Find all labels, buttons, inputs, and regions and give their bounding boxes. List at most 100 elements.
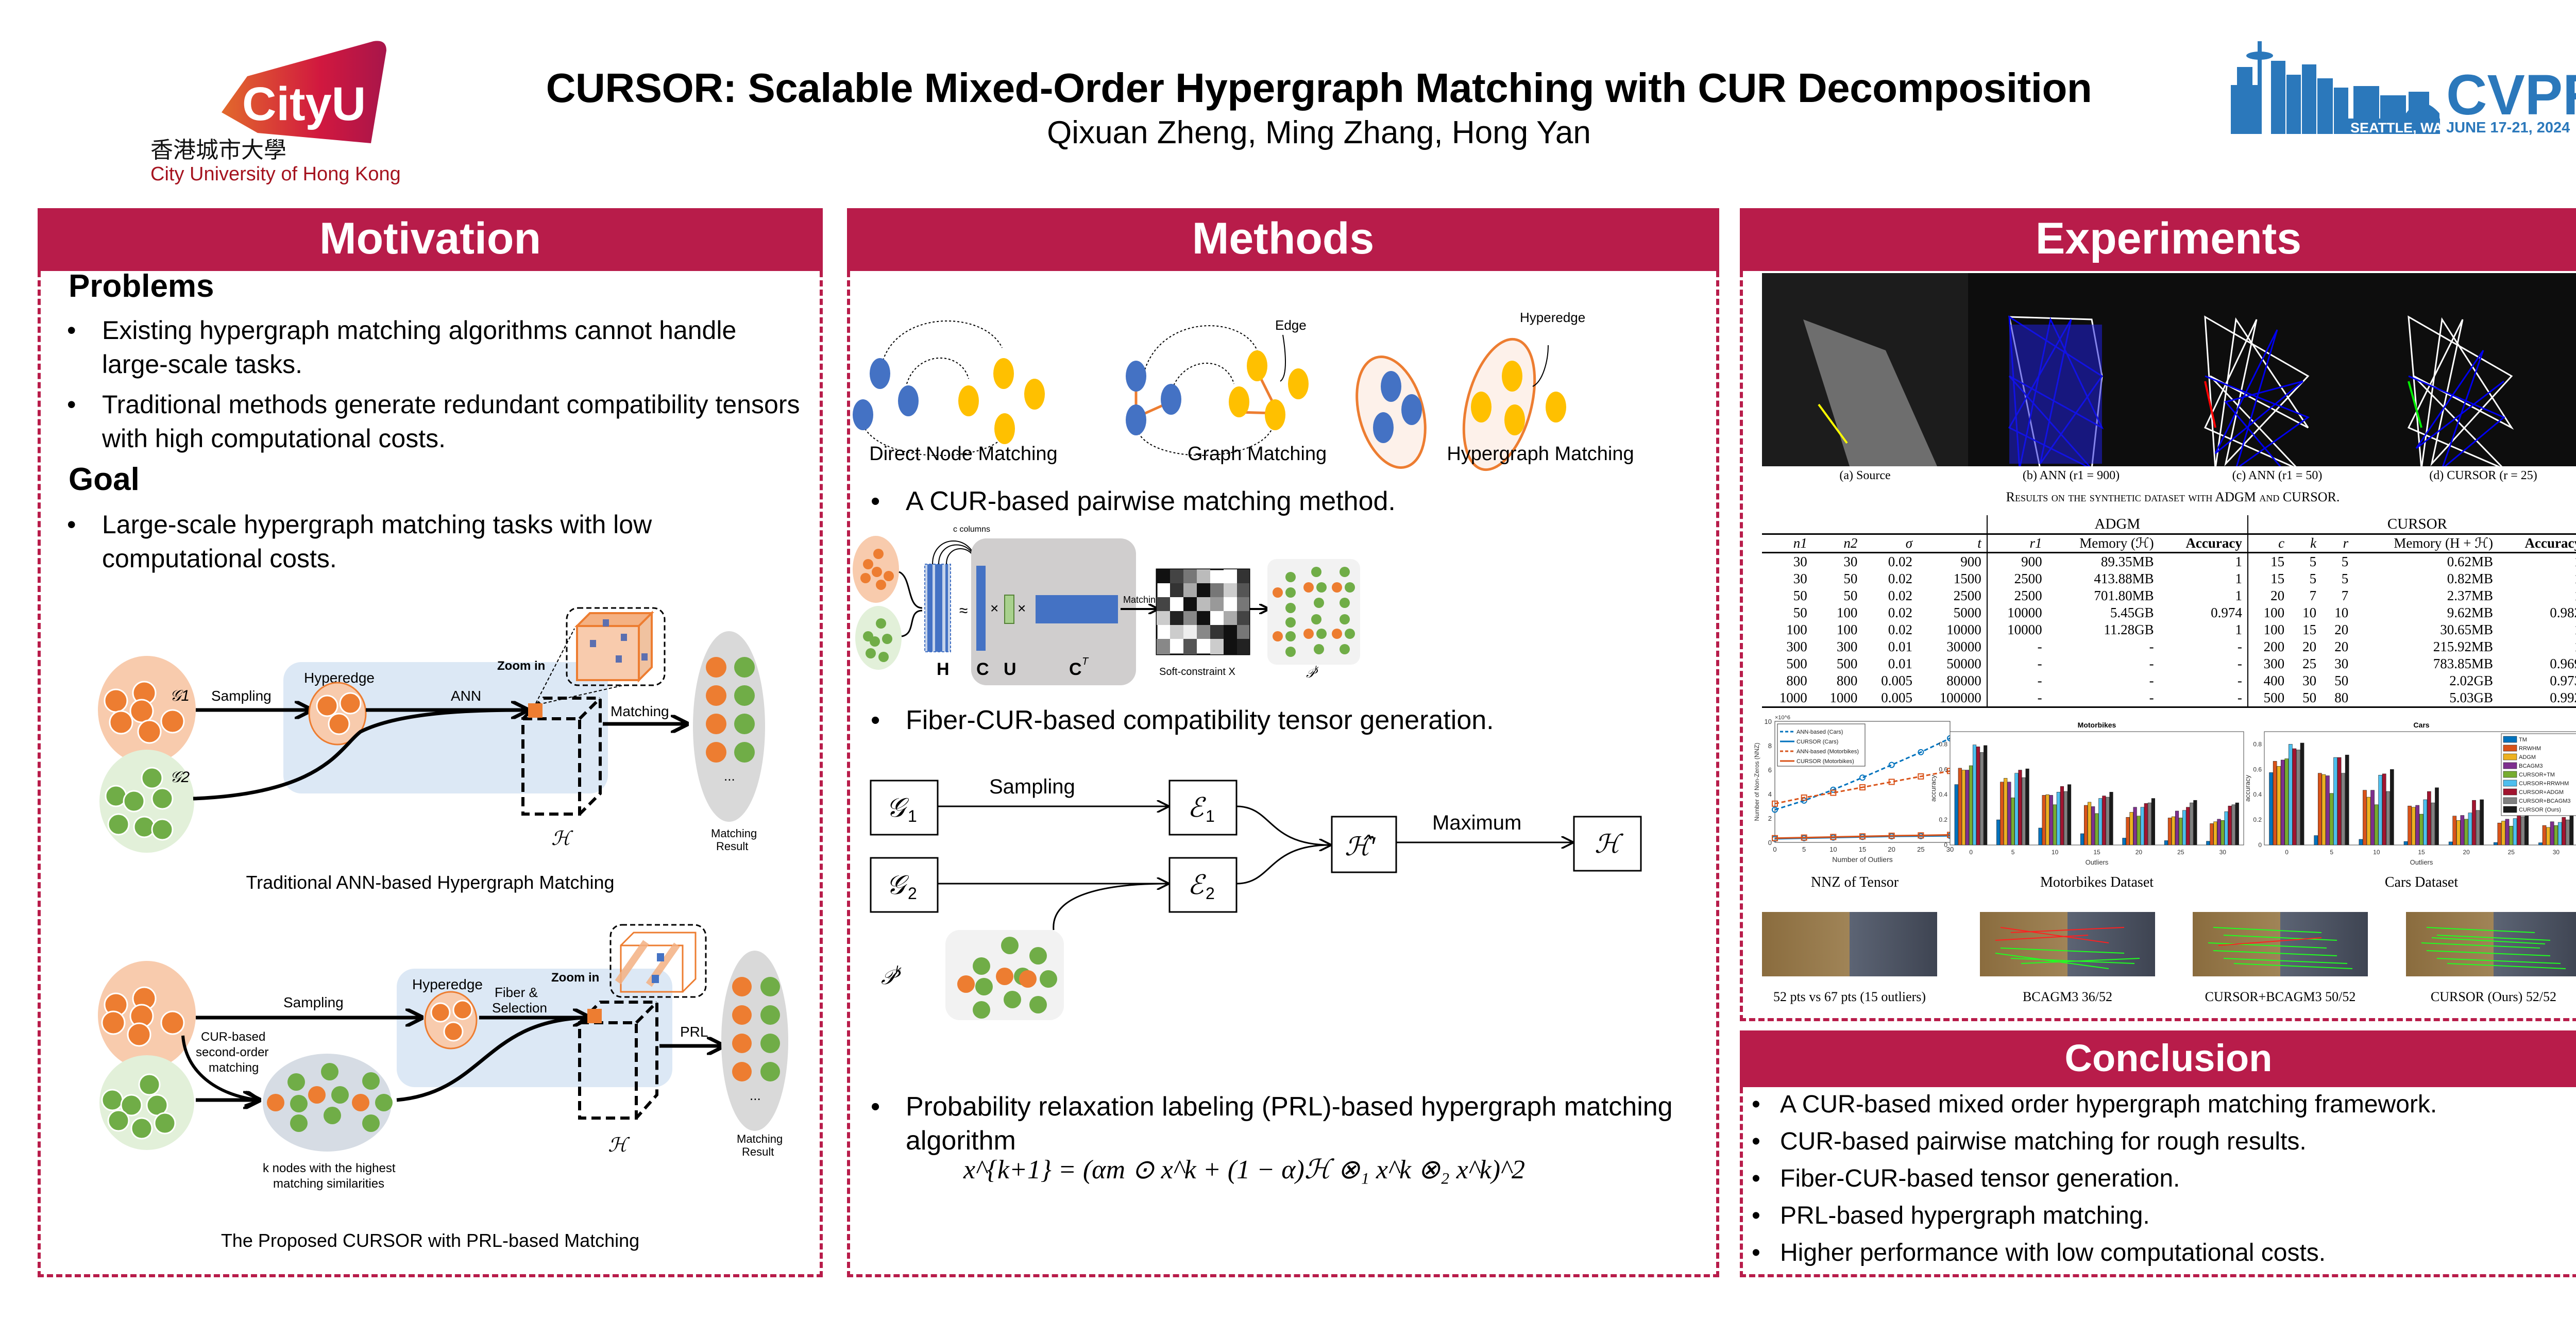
tensor-label: ℋ <box>551 828 573 850</box>
bar <box>2182 810 2187 845</box>
chart-legend: ANN-based (Cars)CURSOR (Cars)ANN-based (… <box>1777 723 1866 767</box>
chart-title: Cars <box>2413 721 2429 729</box>
bar <box>1984 745 1988 845</box>
y-multiplier: ×10^6 <box>1775 715 1790 721</box>
sampling-label: Sampling <box>283 994 344 1010</box>
chart-title: Motorbikes <box>2078 721 2116 729</box>
e1-box-label: ℰ <box>1188 793 1206 823</box>
bar <box>2038 827 2042 845</box>
pk-superscript: k <box>1315 664 1319 672</box>
bar <box>2296 750 2300 845</box>
table-cell: 100 <box>1836 622 1858 637</box>
table-cell: 0.973 <box>2550 673 2576 688</box>
g2-box <box>870 857 939 913</box>
series-line <box>1774 770 1951 805</box>
zoom-inset <box>609 924 707 998</box>
fiber-label: Fiber & <box>495 985 538 1000</box>
y-tick-label: 0.6 <box>1939 766 1947 773</box>
methods-header: Methods <box>847 208 1719 271</box>
ct-label: C <box>1069 660 1082 679</box>
y-tick-label: 4 <box>1768 790 1772 798</box>
x-tick-label: 15 <box>2093 849 2100 856</box>
bar <box>2329 793 2334 845</box>
column-header: k <box>2290 533 2322 553</box>
bar <box>1976 747 1980 845</box>
match-caption: BCAGM3 36/52 <box>2022 989 2113 1004</box>
synthetic-caption: (c) ANN (r1 = 50) <box>2232 469 2323 482</box>
table-cell: 0.005 <box>1881 673 1913 688</box>
bar <box>1954 784 1958 845</box>
h-box <box>1573 816 1642 872</box>
svg-text:2: 2 <box>908 884 917 903</box>
x-axis-label: Outliers <box>2086 858 2109 866</box>
table-cell: 5 <box>2341 554 2349 569</box>
table-cell: 500 <box>1786 656 1807 671</box>
synthetic-caption: (a) Source <box>1839 469 1891 482</box>
table-cell: 0.02 <box>1888 571 1913 586</box>
bar <box>2053 804 2057 845</box>
motorbike-pair-image <box>1762 912 1937 976</box>
bar <box>2224 811 2228 845</box>
conclusion-item: Fiber-CUR-based tensor generation. <box>1752 1163 2576 1195</box>
table-cell: - <box>2149 639 2154 654</box>
table-cell: - <box>2149 673 2154 688</box>
bar <box>2472 800 2476 845</box>
table-cell: 11.28GB <box>2104 622 2154 637</box>
table-cell: 0.982 <box>2550 605 2576 620</box>
table-cell: 7 <box>2341 588 2349 603</box>
cur-matching-label: second-order <box>196 1045 268 1059</box>
hypergraph-matching-label: Hypergraph Matching <box>1447 443 1634 465</box>
bar <box>2042 795 2046 845</box>
bar <box>2147 802 2151 845</box>
legend-label: CURSOR (Motorbikes) <box>1797 758 1854 765</box>
bar <box>2025 768 2029 845</box>
table-cell: 500 <box>2247 689 2290 708</box>
conclusion-item: CUR-based pairwise matching for rough re… <box>1752 1126 2576 1158</box>
bar <box>2063 791 2068 845</box>
column-header: t <box>1918 533 1987 553</box>
cur-matching-label: CUR-based <box>201 1030 265 1044</box>
table-cell: 20 <box>2302 639 2317 654</box>
column-header: c <box>2247 533 2290 553</box>
table-cell: 1 <box>2498 621 2576 638</box>
bar <box>2317 773 2322 845</box>
legend-label: ADGM <box>2519 754 2536 760</box>
cursor-bcagm3-result-image <box>2193 912 2368 976</box>
cityu-emblem <box>222 41 386 143</box>
bar <box>2468 813 2472 845</box>
k-nodes-label: k nodes with the highest <box>263 1161 396 1175</box>
h-label: H <box>937 660 950 679</box>
table-cell: 5 <box>2309 571 2317 586</box>
ct-matrix <box>1036 595 1118 623</box>
y-tick-label: 0.4 <box>2253 791 2262 798</box>
table-cell: 0.02 <box>1888 605 1913 620</box>
bar <box>2321 774 2326 845</box>
column-header: Memory (ℋ) <box>2047 533 2159 553</box>
table-cell: 50 <box>1843 588 1858 603</box>
bar <box>2460 815 2465 845</box>
poster-title: CURSOR: Scalable Mixed-Order Hypergraph … <box>546 65 2092 111</box>
bar <box>2228 805 2232 845</box>
hhat-label: ℋ̂′ <box>1345 832 1376 861</box>
bar <box>2106 797 2110 845</box>
x-axis-label: Outliers <box>2410 858 2433 866</box>
table-cell: - <box>2047 689 2159 708</box>
legend-label: ANN-based (Cars) <box>1797 729 1843 735</box>
table-cell: 2500 <box>1986 570 2047 587</box>
bar <box>2374 804 2379 845</box>
conclusion-panel <box>1740 1087 2576 1277</box>
x-tick-label: 20 <box>2463 849 2470 856</box>
table-cell: 900 <box>1960 554 1981 569</box>
x-tick-label: 20 <box>1888 845 1895 853</box>
table-cell: 20 <box>2334 622 2349 637</box>
poster-authors: Qixuan Zheng, Ming Zhang, Hong Yan <box>1047 115 1591 150</box>
y-axis-label: accuracy <box>2244 774 2251 802</box>
table-cell: 10000 <box>1946 622 1981 637</box>
y-tick-label: 6 <box>1768 766 1772 774</box>
synthetic-caption: (b) ANN (r1 = 900) <box>2022 469 2120 482</box>
bar <box>2345 754 2349 845</box>
